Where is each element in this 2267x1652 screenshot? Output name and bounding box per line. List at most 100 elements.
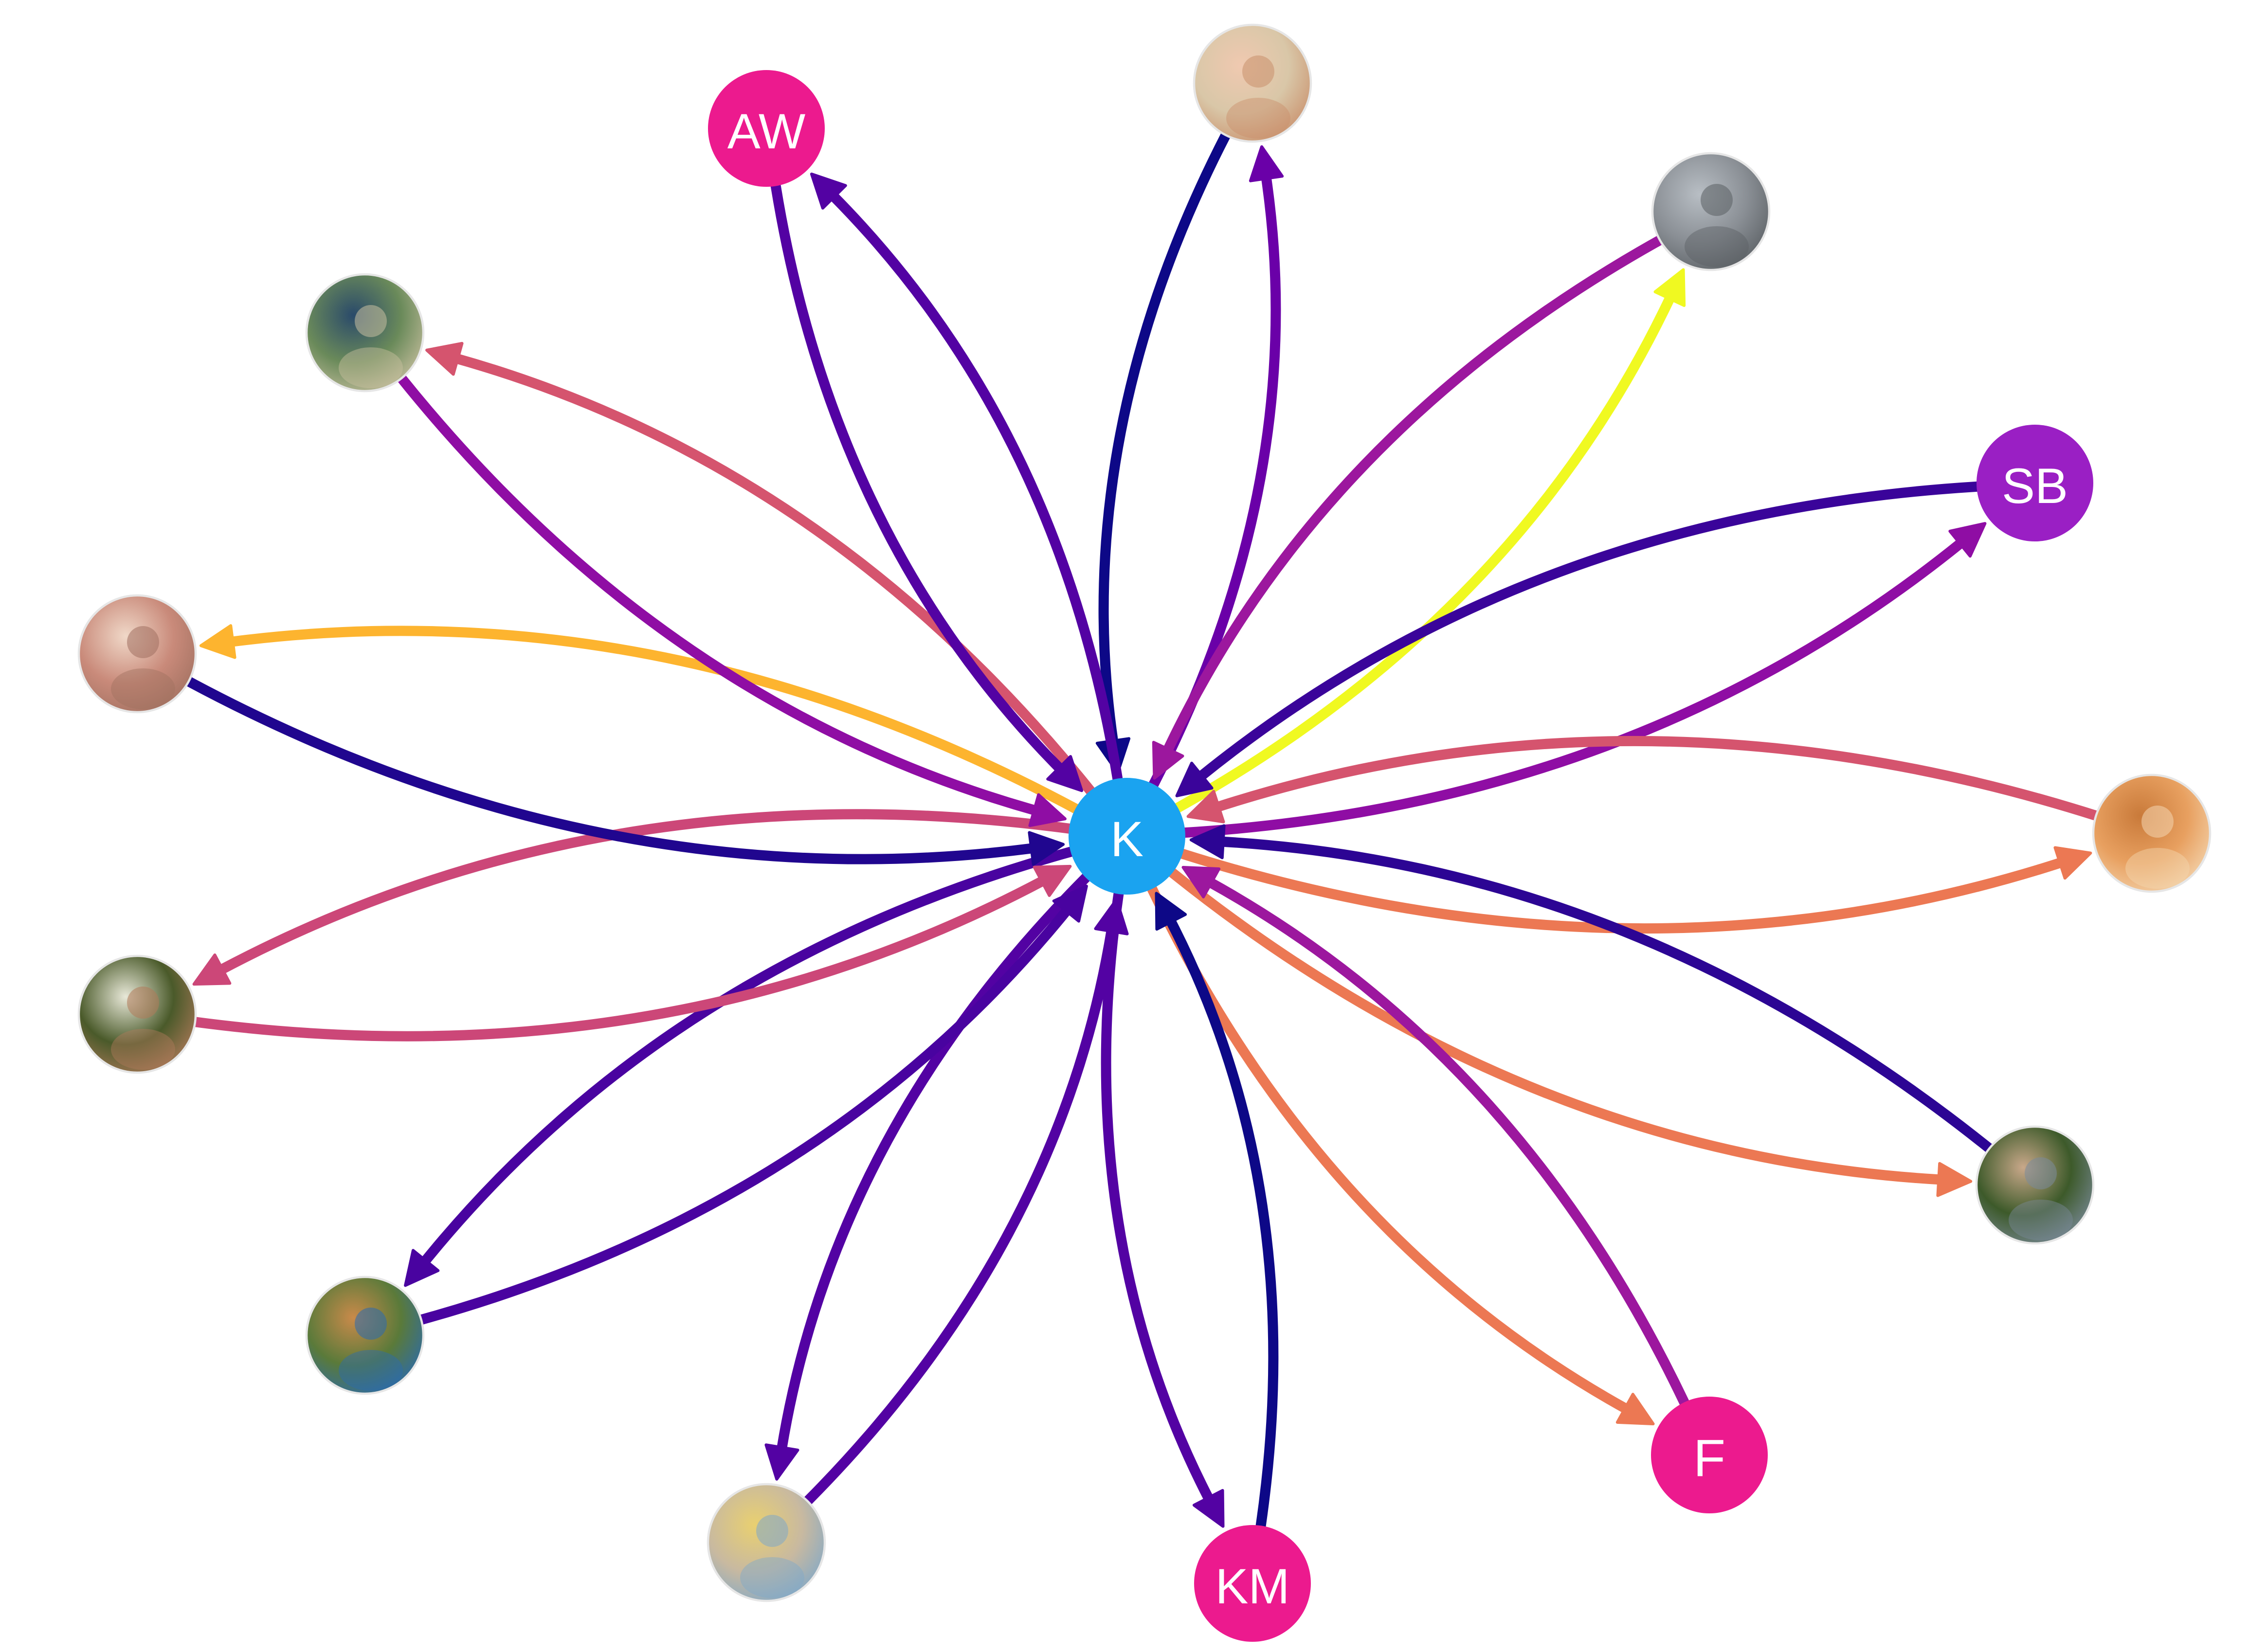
arrowhead	[1028, 831, 1065, 866]
arrowhead	[1653, 268, 1686, 307]
avatar-body-shape	[111, 1029, 175, 1070]
arrowhead	[1175, 761, 1214, 797]
edge-center-to-top-right-photo	[1173, 268, 1686, 813]
edge-bottom-right-photo-to-center	[1189, 824, 1995, 1154]
node-bottom-photo[interactable]	[707, 1483, 826, 1602]
edge-line	[1167, 867, 1946, 1185]
edge-top-right-photo-to-center	[1152, 235, 1665, 780]
edge-line	[396, 373, 1041, 816]
node-initials: KM	[1215, 1559, 1290, 1614]
avatar-head-shape	[2141, 806, 2174, 838]
node-km[interactable]: KM	[1194, 1525, 1311, 1642]
edge-center-to-bottom-photo	[764, 872, 1091, 1481]
node-sb[interactable]: SB	[1977, 425, 2093, 541]
node-top-left-photo[interactable]	[305, 273, 425, 393]
center-initials: K	[1110, 811, 1143, 867]
node-circle	[1977, 425, 2093, 541]
edge-upper-left-photo-to-center	[183, 676, 1065, 866]
edge-center-to-aw	[810, 172, 1123, 784]
node-f[interactable]: F	[1651, 1397, 1768, 1513]
edge-bottom-left-photo-to-center	[416, 884, 1088, 1325]
arrowhead	[425, 341, 464, 376]
arrowhead	[1052, 884, 1088, 923]
edge-km-to-center	[1155, 892, 1279, 1531]
edge-line	[1162, 235, 1665, 756]
edge-right-photo-to-center	[1186, 736, 2102, 824]
edge-center-to-bottom-right-photo	[1167, 867, 1973, 1197]
center-circle	[1069, 778, 1185, 895]
node-left-photo[interactable]	[77, 954, 197, 1074]
node-top-photo[interactable]	[1193, 23, 1312, 143]
node-aw[interactable]: AW	[708, 70, 825, 187]
arrowhead	[192, 953, 232, 986]
edge-line	[1173, 291, 1676, 813]
edge-line	[183, 676, 1039, 864]
arrowhead	[1181, 865, 1221, 898]
arrowhead	[1615, 1393, 1655, 1426]
edge-line	[1098, 130, 1231, 748]
avatar-head-shape	[2025, 1157, 2057, 1189]
edge-center-to-f	[1147, 883, 1655, 1426]
arrowhead	[1192, 1489, 1225, 1528]
edge-line	[225, 626, 1081, 814]
avatar-body-shape	[339, 1350, 403, 1391]
edge-line	[776, 872, 1091, 1455]
arrowhead	[1028, 793, 1067, 827]
edge-line	[1165, 915, 1279, 1531]
avatar-head-shape	[1701, 184, 1733, 216]
edge-line	[451, 353, 1096, 796]
edge-top-left-photo-to-center	[396, 373, 1067, 827]
avatar-body-shape	[1226, 98, 1290, 139]
arrowhead	[1189, 824, 1226, 860]
arrowhead	[1155, 892, 1187, 931]
edge-f-to-center	[1181, 865, 1689, 1408]
node-circle	[1194, 1525, 1311, 1642]
avatar-body-shape	[1685, 226, 1749, 267]
edge-line	[1147, 883, 1632, 1415]
edge-line	[190, 875, 1049, 1041]
arrowhead	[2053, 846, 2092, 880]
edge-line	[1180, 537, 1967, 838]
arrowhead	[1948, 522, 1987, 558]
edge-line	[802, 924, 1117, 1507]
node-initials: F	[1693, 1429, 1725, 1488]
node-top-right-photo[interactable]	[1651, 152, 1771, 271]
arrowhead	[1094, 898, 1129, 935]
node-layer: SB F KM AW K	[77, 23, 2212, 1642]
arrowhead	[1186, 790, 1225, 824]
edge-sb-to-center	[1175, 481, 1982, 797]
node-bottom-right-photo[interactable]	[1975, 1125, 2095, 1245]
edge-line	[419, 846, 1076, 1267]
edge-line	[1101, 889, 1215, 1505]
edge-center-to-bottom-left-photo	[404, 846, 1076, 1287]
avatar-head-shape	[1242, 55, 1274, 88]
edge-center-to-right-photo	[1177, 846, 2092, 934]
node-initials: AW	[727, 104, 806, 159]
avatar-body-shape	[111, 668, 175, 709]
arrowhead	[1046, 755, 1084, 792]
edge-center-to-km	[1101, 889, 1225, 1528]
avatar-head-shape	[355, 1308, 387, 1340]
node-circle	[1651, 1397, 1768, 1513]
edge-bottom-photo-to-center	[802, 898, 1129, 1507]
edge-line	[828, 190, 1123, 784]
center-node[interactable]: K	[1069, 778, 1185, 895]
node-right-photo[interactable]	[2092, 773, 2212, 893]
edge-line	[1204, 877, 1689, 1408]
node-upper-left-photo[interactable]	[77, 594, 197, 714]
avatar-body-shape	[2009, 1200, 2073, 1240]
node-bottom-left-photo[interactable]	[305, 1275, 425, 1395]
avatar-head-shape	[355, 305, 387, 337]
arrowhead	[199, 624, 236, 659]
edge-line	[1216, 836, 1995, 1154]
edge-line	[1212, 736, 2102, 821]
arrowhead	[1033, 864, 1072, 897]
edge-line	[770, 180, 1066, 774]
arrowhead	[764, 1443, 799, 1481]
edge-line	[416, 904, 1073, 1325]
edge-center-to-top-left-photo	[425, 341, 1096, 796]
arrowhead	[1152, 740, 1184, 780]
edge-left-photo-to-center	[190, 864, 1072, 1041]
arrowhead	[404, 1249, 440, 1287]
